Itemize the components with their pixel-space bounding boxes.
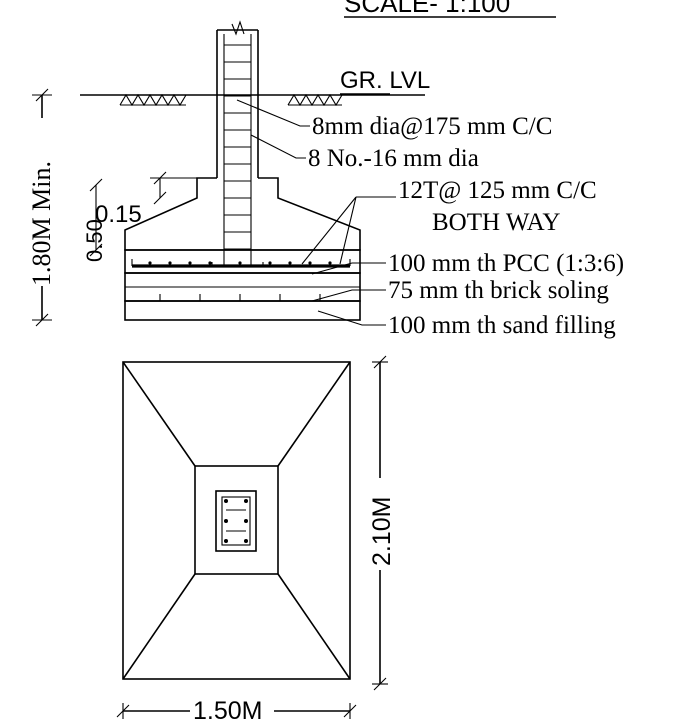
- ground-level-label: GR. LVL: [340, 67, 430, 94]
- thickness-label: 0.50: [82, 219, 107, 262]
- plan-length-label: 2.10M: [368, 497, 396, 566]
- section-view: GR. LVL: [27, 20, 624, 339]
- stirrup-label: 8mm dia@175 mm C/C: [312, 113, 552, 140]
- plan-view: 2.10M 1.50M: [116, 355, 396, 719]
- pcc-label: 100 mm th PCC (1:3:6): [388, 250, 624, 277]
- mesh-dots: [148, 261, 332, 265]
- column-stirrups: [224, 44, 251, 250]
- mesh-label: 12T@ 125 mm C/C: [398, 177, 597, 204]
- footing-plan-outline: [122, 361, 351, 680]
- ground-hatch-left: [119, 93, 187, 107]
- mesh-label-2: BOTH WAY: [432, 209, 561, 236]
- depth-label: 1.80M Min.: [27, 161, 56, 286]
- step-dimension: 0.15: [95, 171, 197, 228]
- base-layers: [124, 249, 361, 321]
- scale-label: SCALE- 1:100: [344, 0, 510, 18]
- callouts: 8mm dia@175 mm C/C 8 No.-16 mm dia 12T@ …: [236, 99, 624, 339]
- scale-title: SCALE- 1:100: [344, 0, 556, 18]
- plan-width-label: 1.50M: [193, 697, 262, 719]
- plan-length-dimension: 2.10M: [368, 355, 396, 691]
- brick-label: 75 mm th brick soling: [388, 277, 609, 304]
- thickness-dimension: 0.50: [82, 178, 107, 262]
- column-plan: [215, 490, 257, 552]
- main-bar-label: 8 No.-16 mm dia: [308, 145, 479, 172]
- pedestal-plan-outline: [194, 465, 279, 575]
- column-section: [211, 20, 264, 267]
- depth-dimension: 1.80M Min.: [27, 88, 56, 327]
- plan-width-dimension: 1.50M: [116, 696, 357, 719]
- step-label: 0.15: [95, 201, 142, 228]
- sand-label: 100 mm th sand filling: [388, 312, 616, 339]
- ground-hatch-right: [287, 93, 343, 107]
